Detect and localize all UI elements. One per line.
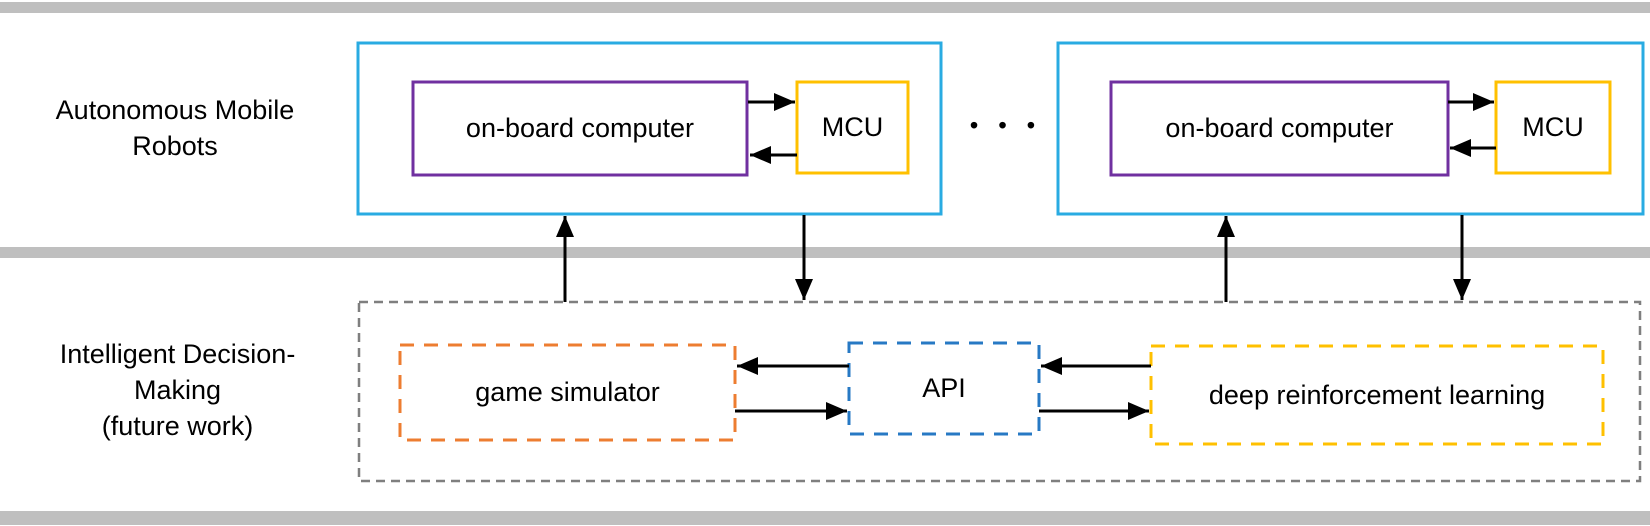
intelligent-decision-making-label: Intelligent Decision- Making (future wor… xyxy=(59,339,296,441)
divider-bar-top xyxy=(0,2,1650,13)
api-label: API xyxy=(922,373,966,403)
robot-1-mcu-label: MCU xyxy=(821,112,884,142)
ellipsis-dots: • • • xyxy=(970,111,1042,138)
robot-1-onboard-computer-label: on-board computer xyxy=(465,113,695,143)
divider-bar-bottom xyxy=(0,511,1650,525)
deep-rl-box xyxy=(1149,344,1605,446)
divider-bar-middle xyxy=(0,247,1650,258)
decision-making-container-box xyxy=(357,300,1642,483)
autonomous-mobile-robots-label: Autonomous Mobile Robots xyxy=(55,95,295,161)
game-simulator-label: game simulator xyxy=(475,377,660,407)
api-box xyxy=(847,341,1041,436)
robot-2-box xyxy=(1056,41,1645,216)
robot-2-mcu-box xyxy=(1494,80,1612,175)
robot-2-onboard-computer-box xyxy=(1109,80,1450,177)
robot-1-box xyxy=(356,41,943,216)
deep-rl-label: deep reinforcement learning xyxy=(1208,379,1546,410)
robot-1-mcu-box xyxy=(795,80,910,175)
robot-2-mcu-label: MCU xyxy=(1522,112,1584,142)
robot-1-onboard-computer-box xyxy=(411,80,749,177)
robot-2-onboard-computer-label: on-board computer xyxy=(1165,113,1394,143)
